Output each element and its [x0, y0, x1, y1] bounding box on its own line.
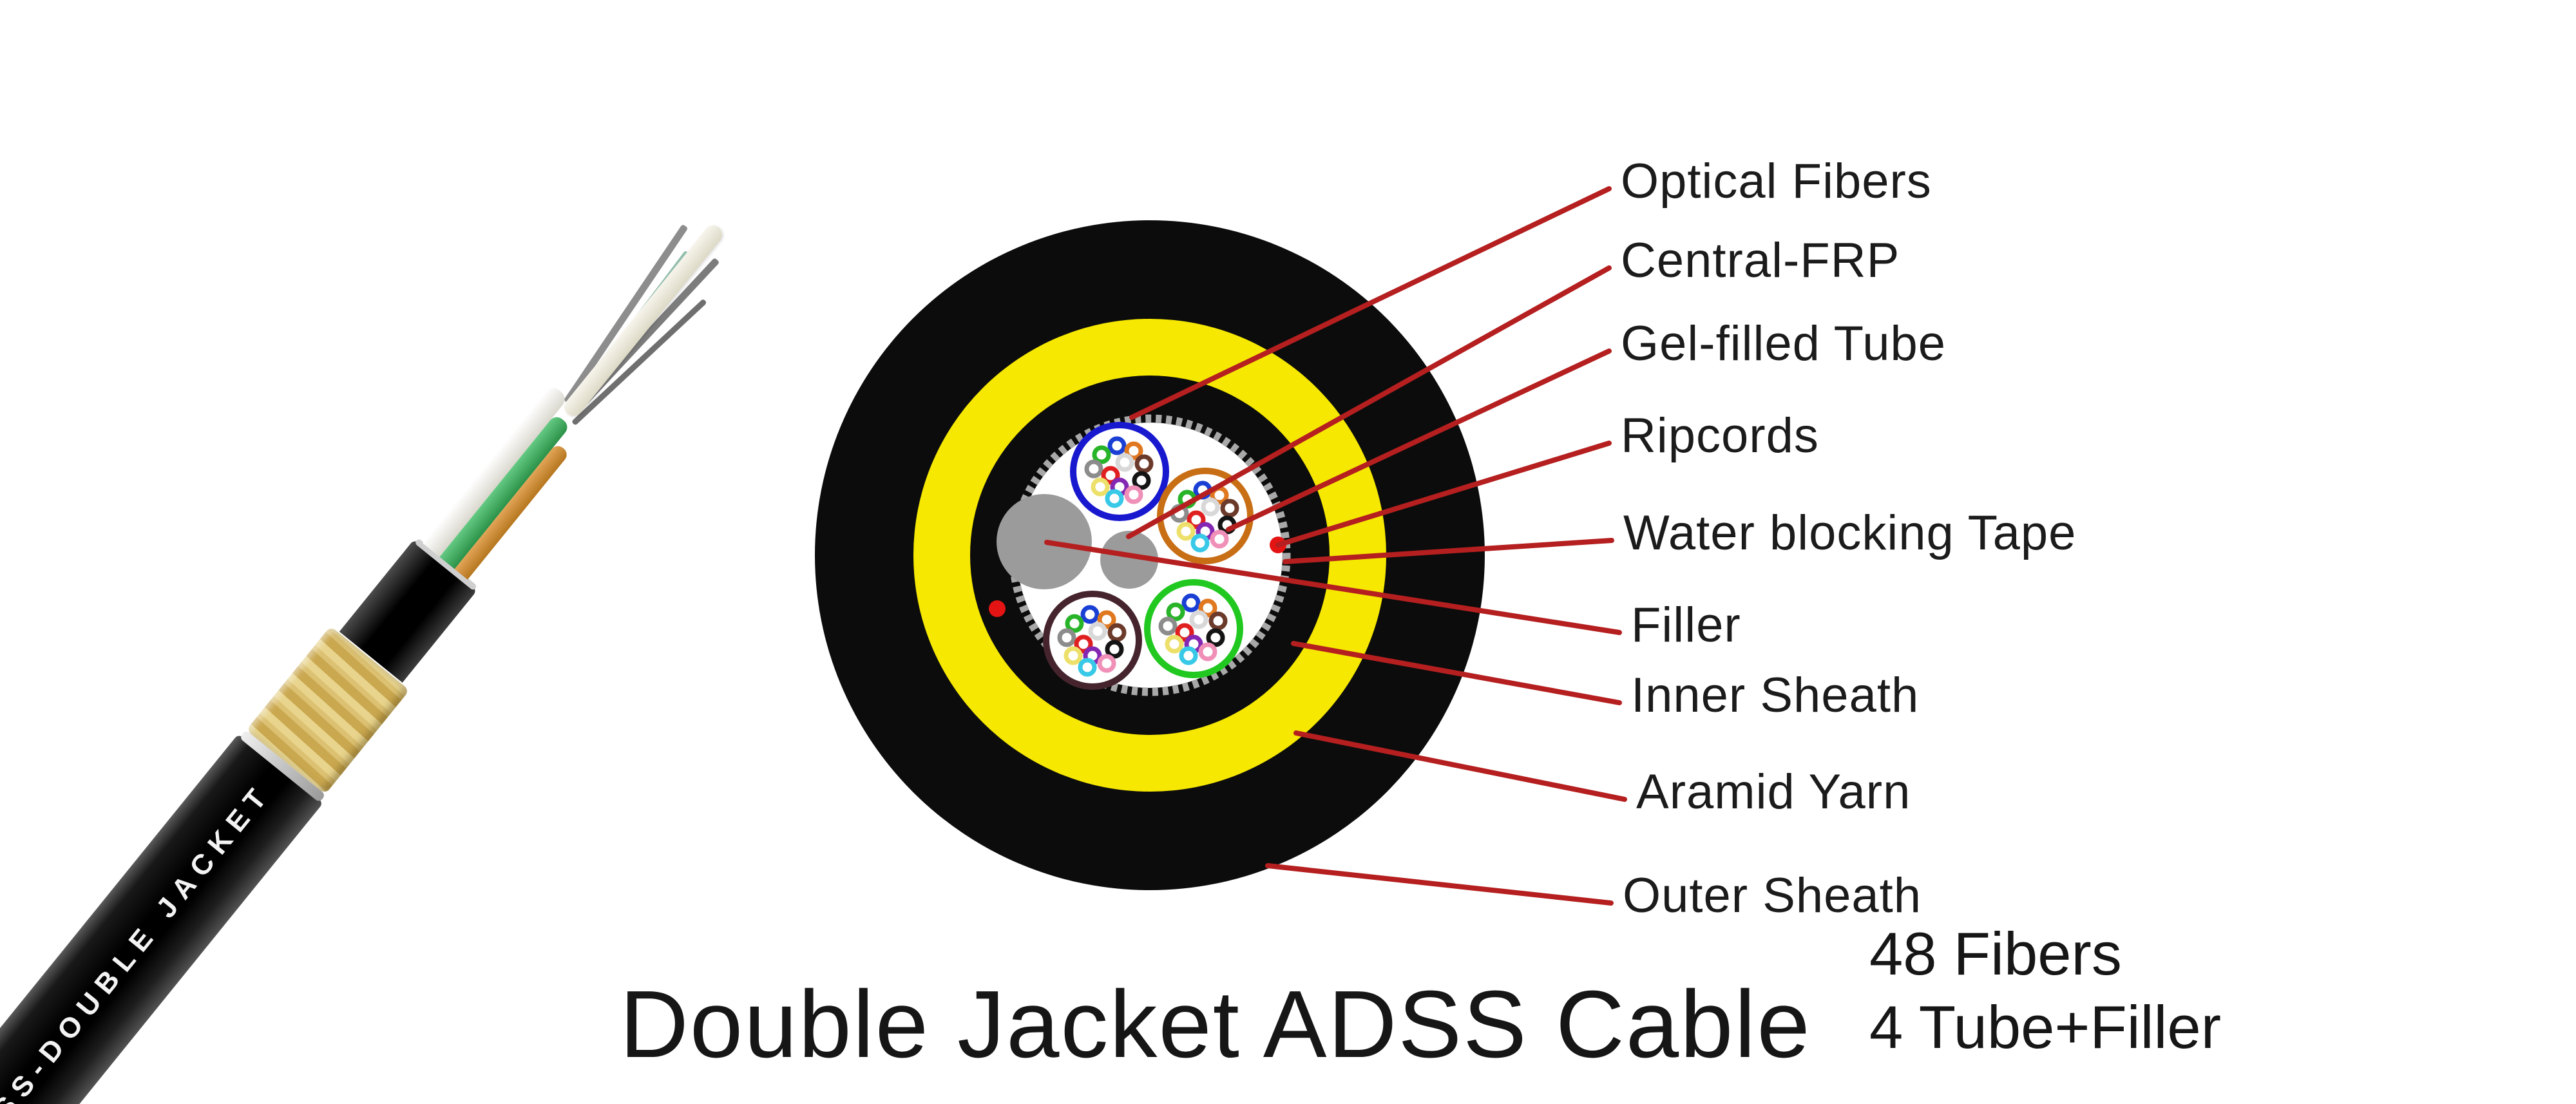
fiber-dot	[1101, 466, 1120, 485]
callout-label-water-blocking-tape: Water blocking Tape	[1623, 506, 2077, 560]
fiber-count-spec: 48 Fibers 4 Tube+Filler	[1869, 917, 2221, 1064]
fiber-dot	[1210, 529, 1229, 549]
spec-line-fibers: 48 Fibers	[1869, 920, 2122, 987]
fiber-dot	[1181, 593, 1201, 613]
leader-line-water-blocking-tape	[1283, 538, 1614, 564]
leader-line-optical-fibers	[1129, 186, 1612, 420]
central-frp	[1100, 531, 1158, 589]
fiber-dot	[1220, 499, 1239, 518]
callout-label-filler: Filler	[1631, 598, 1741, 652]
fiber-dot	[1080, 605, 1100, 624]
fiber-dot	[1105, 489, 1124, 508]
leader-line-ripcords	[1275, 441, 1612, 547]
fiber-dot	[1065, 614, 1084, 633]
ripcord-dot	[989, 600, 1006, 617]
leader-line-filler	[1044, 540, 1622, 635]
fiber-dot	[1190, 533, 1210, 553]
fiber-dot	[1092, 445, 1111, 464]
leader-line-outer-sheath	[1265, 863, 1614, 906]
callout-label-inner-sheath: Inner Sheath	[1631, 668, 1920, 723]
fiber-dot	[1078, 658, 1097, 677]
fiber-dot	[1057, 628, 1076, 647]
fiber-dot	[1187, 510, 1206, 529]
fiber-dot	[1124, 441, 1143, 461]
fiber-dot	[1206, 628, 1225, 647]
callout-label-optical-fibers: Optical Fibers	[1621, 154, 1932, 209]
fiber-dot	[1176, 522, 1196, 541]
fiber-dot	[1179, 646, 1198, 665]
fiber-dot	[1166, 602, 1185, 622]
filler-rod	[997, 494, 1092, 589]
fiber-dot	[1134, 454, 1154, 473]
callout-label-ripcords: Ripcords	[1621, 408, 1819, 463]
leader-line-central-frp	[1126, 265, 1612, 539]
callout-label-aramid-yarn: Aramid Yarn	[1636, 765, 1911, 819]
callout-label-outer-sheath: Outer Sheath	[1623, 868, 1922, 923]
fiber-dot	[1084, 459, 1103, 479]
fiber-dot	[1107, 436, 1127, 455]
fiber-dot	[1115, 453, 1134, 472]
fiber-dot	[1201, 497, 1220, 517]
leader-line-gel-filled-tube	[1226, 348, 1612, 532]
fiber-dot	[1091, 477, 1110, 497]
fiber-dot	[1132, 471, 1151, 490]
fiber-dot	[1189, 610, 1208, 629]
fiber-dot	[1097, 654, 1116, 673]
fiber-dot	[1064, 646, 1083, 665]
fiber-dot	[1107, 623, 1127, 642]
fiber-dot	[1198, 642, 1217, 661]
fiber-dot	[1198, 598, 1217, 618]
leader-line-inner-sheath	[1291, 641, 1622, 705]
spec-line-tubes: 4 Tube+Filler	[1869, 993, 2222, 1061]
fiber-dot	[1097, 610, 1116, 629]
fiber-dot	[1088, 622, 1107, 641]
fiber-dot	[1165, 634, 1184, 654]
ring-water-blocking-tape	[1009, 414, 1291, 696]
fiber-dot	[1175, 623, 1194, 642]
leader-line-aramid-yarn	[1293, 730, 1627, 802]
fiber-dot	[1124, 485, 1143, 504]
callout-label-gel-filled-tube: Gel-filled Tube	[1621, 316, 1947, 371]
fiber-dot	[1158, 616, 1178, 636]
fiber-dot	[1105, 640, 1124, 659]
fiber-dot	[1074, 634, 1093, 654]
callout-label-central-frp: Central-FRP	[1621, 233, 1900, 288]
diagram-title: Double Jacket ADSS Cable	[620, 971, 1811, 1078]
fiber-dot	[1208, 611, 1228, 631]
